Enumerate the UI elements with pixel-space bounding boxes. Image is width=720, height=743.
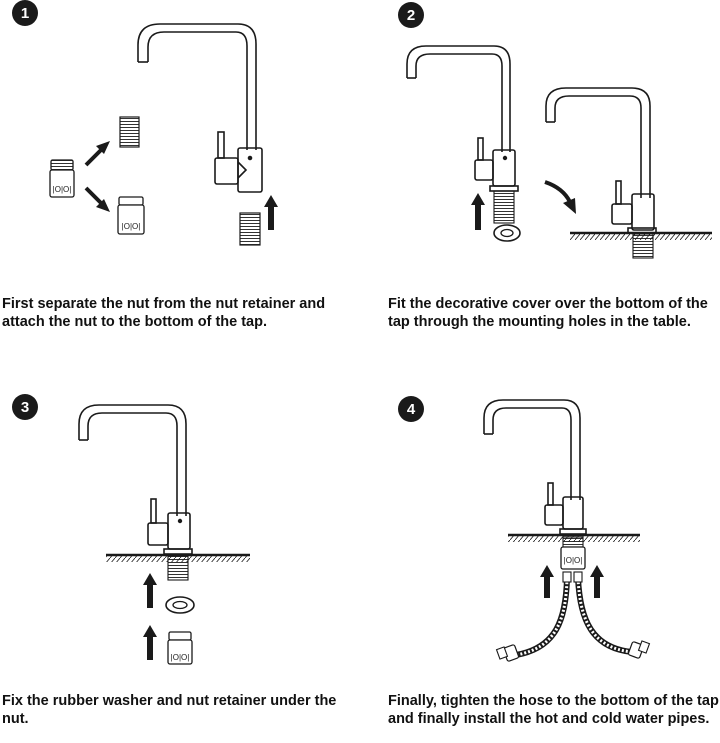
arrow-up-icon — [264, 195, 278, 230]
nut-icon — [493, 190, 515, 224]
step-4-illustration: |O|O| — [483, 399, 651, 662]
svg-text:|O|O|: |O|O| — [171, 653, 190, 662]
nut-icon — [632, 233, 654, 259]
faucet-icon — [545, 87, 657, 234]
step-4-caption: Finally, tighten the hose to the bottom … — [388, 693, 719, 727]
step-3-caption: Fix the rubber washer and nut retainer u… — [2, 693, 337, 727]
step-2-caption: Fit the decorative cover over the bottom… — [388, 296, 708, 330]
arrow-up-icon — [471, 193, 485, 230]
step-3-illustration: |O|O| — [78, 404, 250, 665]
svg-text:|O|O|: |O|O| — [564, 556, 583, 565]
nut-retainer-icon: |O|O| — [560, 546, 586, 570]
rubber-washer-icon — [493, 224, 521, 242]
hose-icon — [573, 571, 651, 659]
arrow-up-right-icon — [84, 141, 110, 167]
arrow-up-icon — [590, 565, 604, 598]
step-1-illustration: |O|O| |O|O| — [49, 23, 278, 246]
nut-icon — [119, 116, 140, 148]
arrow-down-right-icon — [84, 186, 110, 212]
arrow-up-icon — [143, 573, 157, 608]
rubber-washer-icon — [165, 596, 195, 614]
nut-retainer-icon: |O|O| — [49, 159, 75, 198]
svg-text:|O|O|: |O|O| — [122, 222, 141, 231]
step-4-badge: 4 — [398, 396, 424, 422]
nut-icon — [167, 555, 189, 581]
curved-arrow-icon — [544, 180, 576, 214]
faucet-icon — [483, 399, 587, 535]
arrow-up-icon — [143, 625, 157, 660]
step-2-badge: 2 — [398, 2, 424, 28]
nut-icon — [562, 536, 584, 548]
nut-retainer-icon: |O|O| — [167, 631, 193, 665]
faucet-icon — [78, 404, 193, 555]
faucet-icon — [137, 23, 263, 193]
hose-icon — [495, 571, 572, 662]
step-3-badge: 3 — [12, 394, 38, 420]
step-2-illustration — [406, 45, 712, 259]
nut-icon — [239, 212, 261, 246]
nut-retainer-icon: |O|O| — [117, 196, 145, 235]
step-1-caption: First separate the nut from the nut reta… — [2, 296, 326, 330]
svg-text:|O|O|: |O|O| — [53, 185, 72, 194]
arrow-up-icon — [540, 565, 554, 598]
step-1-badge: 1 — [12, 0, 38, 26]
faucet-icon — [406, 45, 519, 192]
